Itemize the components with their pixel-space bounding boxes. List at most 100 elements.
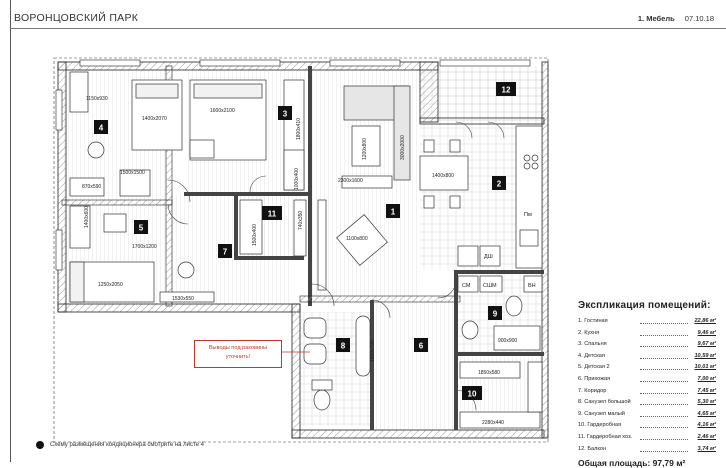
legend-value: 9,46 м²	[697, 329, 716, 336]
bottom-notes: Схему размещения кондиционера смотрите н…	[36, 438, 204, 452]
legend-label: 2. Кухня	[578, 329, 600, 336]
sheet-margin	[0, 0, 11, 462]
legend-label: 10. Гардеробная	[578, 422, 622, 429]
room-number-8: 8	[341, 342, 346, 351]
dim-label: 1200x800	[362, 138, 368, 160]
rooms-legend: Экспликация помещений: 1. Гостиная 22,86 …	[578, 300, 724, 468]
legend-label: 1. Гостиная	[578, 318, 608, 324]
dim-label: 1400x600	[84, 206, 90, 228]
legend-label: 6. Прихожая	[578, 375, 611, 382]
furniture	[69, 71, 543, 429]
sheet-info: 1. Мебель 07.10.18	[638, 14, 714, 23]
callout-line-2: уточнить!	[225, 354, 251, 360]
appliance-label-dsh: ДШ	[484, 254, 493, 260]
dim-label: 1400x2070	[142, 116, 167, 122]
appliance-label-ssm: СШМ	[483, 283, 497, 289]
legend-value: 3,74 м²	[697, 445, 716, 452]
legend-row: 11. Гардеробная хоз. 2,46 м²	[578, 433, 724, 445]
appliance-labels: Пм ДШ СМ СШМ ВН	[462, 212, 536, 289]
note-bullet-icon	[36, 441, 44, 449]
dim-label: 1150x930	[86, 96, 108, 102]
legend-row: 1. Гостиная 22,86 м²	[578, 317, 724, 329]
legend-label: 5. Детская 2	[578, 364, 610, 371]
appliance-label-pm: Пм	[524, 212, 532, 218]
legend-value: 7,45 м²	[697, 387, 716, 394]
legend-label: 7. Коридор	[578, 387, 607, 394]
legend-row: 8. Санузел большой 5,30 м²	[578, 398, 724, 410]
dim-label: 740x350	[298, 211, 304, 230]
room-numbers: 1 2 3 4 5 6 7 8 9 10 11 12	[94, 82, 516, 400]
project-title: ВОРОНЦОВСКИЙ ПАРК	[14, 12, 139, 24]
room-number-7: 7	[223, 248, 228, 257]
floor-room-12	[438, 66, 544, 122]
legend-label: 11. Гардеробная хоз.	[578, 433, 633, 440]
legend-label: 9. Санузел малый	[578, 410, 625, 417]
room-number-3: 3	[283, 110, 288, 119]
legend-value: 10,01 м²	[694, 364, 716, 371]
legend-label: 12. Балкон	[578, 445, 607, 452]
legend-value: 5,30 м²	[697, 399, 716, 406]
legend-row: 9. Санузел малый 4,65 м²	[578, 410, 724, 422]
legend-row: 4. Детская 10,59 м²	[578, 352, 724, 364]
dimension-labels: 1150x930 1400x2070 1600x2100 1800x410 12…	[82, 96, 517, 426]
dim-label: 870x590	[82, 184, 101, 190]
legend-label: 8. Санузел большой	[578, 399, 631, 406]
legend-row: 12. Балкон 3,74 м²	[578, 445, 724, 457]
dim-label: 1500x400	[252, 224, 258, 246]
legend-total: Общая площадь: 97,79 м²	[578, 458, 686, 468]
note-text: Схему размещения кондиционера смотрите н…	[50, 442, 205, 448]
legend-value: 4,65 м²	[697, 410, 716, 417]
legend-value: 7,00 м²	[697, 375, 716, 382]
dim-label: 1400x800	[432, 173, 454, 179]
legend-value: 9,67 м²	[697, 341, 716, 348]
dim-label: 1800x700	[370, 340, 376, 362]
doors	[167, 121, 505, 411]
dim-label: 2280x440	[482, 420, 504, 426]
dim-label: 1100x800	[346, 236, 368, 242]
dim-label: 1800x410	[296, 118, 302, 140]
legend-value: 22,86 м²	[694, 318, 716, 324]
room-number-5: 5	[139, 224, 144, 233]
appliance-label-sm: СМ	[462, 283, 471, 289]
appliance-label-vn: ВН	[528, 283, 536, 289]
legend-row: 6. Прихожая 7,00 м²	[578, 375, 724, 387]
dim-label: 1530x550	[172, 296, 194, 302]
legend-value: 4,16 м²	[697, 422, 716, 429]
dim-label: 1000x400	[294, 168, 300, 190]
room-number-2: 2	[497, 180, 502, 189]
room-number-4: 4	[99, 124, 104, 133]
sheet-name: 1. Мебель	[637, 14, 675, 23]
dim-label: 3000x2000	[400, 135, 406, 160]
room-number-1: 1	[391, 208, 396, 217]
header-divider	[10, 28, 726, 29]
dim-label: 1600x2100	[210, 108, 235, 114]
sheet-date: 07.10.18	[684, 14, 714, 23]
dim-label: 900x900	[498, 338, 517, 344]
dim-label: 1700x1200	[132, 244, 157, 250]
room-number-6: 6	[419, 342, 424, 351]
legend-label: 4. Детская	[578, 352, 605, 359]
room-number-12: 12	[502, 86, 511, 95]
room-number-11: 11	[268, 210, 277, 219]
legend-row: 7. Коридор 7,45 м²	[578, 387, 724, 399]
dim-label: 1850x580	[478, 370, 500, 376]
legend-row: 5. Детская 2 10,01 м²	[578, 363, 724, 375]
legend-row: 2. Кухня 9,46 м²	[578, 329, 724, 341]
room-number-10: 10	[468, 390, 477, 399]
dim-label: 2300x1600	[338, 178, 363, 184]
note-row: Схему размещения кондиционера смотрите н…	[36, 438, 204, 452]
legend-value: 10,59 м²	[694, 352, 716, 359]
windows	[55, 59, 531, 271]
callout-line-1: Выводы под раковины	[208, 345, 268, 351]
legend-row: 10. Гардеробная 4,16 м²	[578, 421, 724, 433]
callout-note: Выводы под раковины уточнить!	[194, 340, 282, 368]
legend-title: Экспликация помещений:	[578, 300, 711, 311]
room-number-9: 9	[493, 310, 498, 319]
floor-room-6	[372, 300, 458, 430]
legend-value: 2,46 м²	[697, 433, 716, 440]
dim-label: 1500x1500	[120, 170, 145, 176]
dim-label: 1250x2050	[98, 282, 123, 288]
